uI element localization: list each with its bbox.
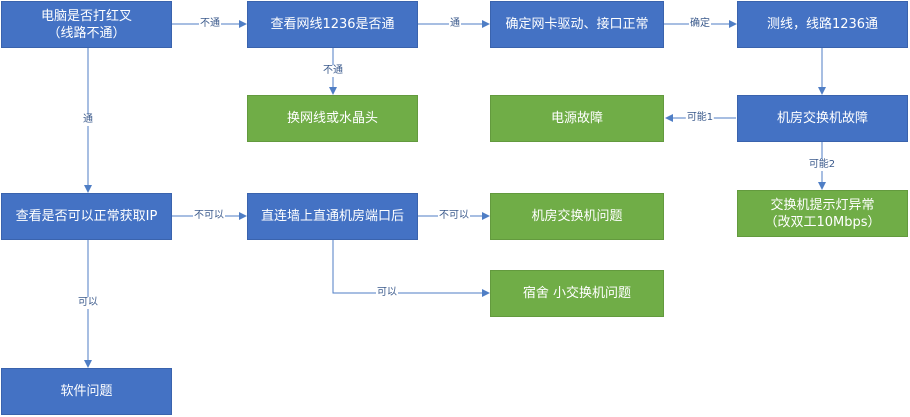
node-direct-wall-port: 直连墙上直通机房端口后	[247, 193, 418, 240]
node-label: 直连墙上直通机房端口后	[260, 209, 404, 224]
node-label: 查看是否可以正常获取IP	[15, 209, 158, 224]
node-label: 软件问题	[60, 384, 113, 399]
edge-label: 不通	[322, 65, 344, 77]
node-server-room-switch-issue: 机房交换机问题	[490, 193, 664, 240]
node-label: 机房交换机问题	[531, 209, 623, 224]
node-cable-check: 查看网线1236是否通	[247, 1, 418, 48]
edge-label: 通	[82, 114, 94, 126]
node-label: 换网线或水晶头	[286, 111, 378, 126]
edge-label: 不可以	[438, 210, 470, 222]
node-label: 机房交换机故障	[776, 111, 868, 126]
node-nic-driver-check: 确定网卡驱动、接口正常	[490, 1, 664, 48]
node-label: 测线，线路1236通	[766, 17, 879, 32]
edge-label: 确定	[689, 18, 711, 30]
edge-label: 可能1	[685, 112, 715, 124]
node-label: 宿舍 小交换机问题	[522, 286, 632, 301]
node-software-issue: 软件问题	[1, 368, 172, 415]
edge-label: 可能2	[807, 159, 837, 171]
edge-label: 可以	[376, 287, 398, 299]
node-label: 电源故障	[550, 111, 603, 126]
edge-label: 通	[449, 18, 461, 30]
edge-label: 不可以	[193, 210, 225, 222]
edge-label: 可以	[77, 297, 99, 309]
node-switch-light-abnormal: 交换机提示灯异常 （改双工10Mbps）	[737, 190, 908, 237]
node-dorm-switch-issue: 宿舍 小交换机问题	[490, 270, 664, 317]
node-line-test: 测线，线路1236通	[737, 1, 908, 48]
node-label: 查看网线1236是否通	[270, 17, 395, 32]
node-ip-check: 查看是否可以正常获取IP	[1, 193, 172, 240]
node-power-fault: 电源故障	[490, 95, 664, 142]
node-replace-cable: 换网线或水晶头	[247, 95, 418, 142]
node-label: 交换机提示灯异常 （改双工10Mbps）	[764, 197, 881, 230]
node-label: 确定网卡驱动、接口正常	[505, 17, 649, 32]
edge-n9-n12	[332, 240, 490, 297]
edge-label: 不通	[199, 18, 221, 30]
node-red-x-check: 电脑是否打红叉 （线路不通）	[1, 1, 172, 48]
node-server-room-switch-fault: 机房交换机故障	[737, 95, 908, 142]
node-label: 电脑是否打红叉 （线路不通）	[40, 8, 132, 41]
